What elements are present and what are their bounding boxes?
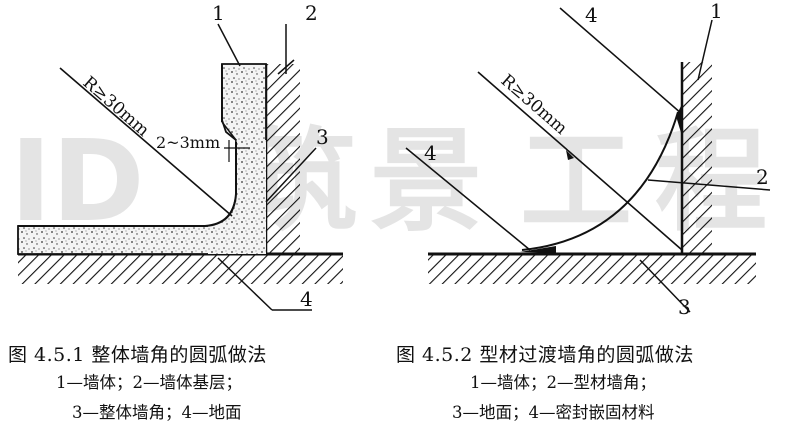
legend-line: 3—地面；4—密封嵌固材料 <box>452 403 655 422</box>
label-3: 3 <box>316 125 329 149</box>
radius-label: R≥30mm <box>497 71 571 139</box>
floor-body <box>428 254 756 284</box>
seal-bottom <box>520 246 556 253</box>
wall-body <box>266 64 300 254</box>
legend-line: 1—墙体；2—型材墙角； <box>470 373 656 392</box>
profile-corner-arc <box>521 111 679 251</box>
label-4: 4 <box>300 287 313 311</box>
label-4-left: 4 <box>424 141 437 165</box>
integral-corner <box>208 140 266 254</box>
label-1: 1 <box>710 0 723 23</box>
floor-body <box>18 254 343 284</box>
right-figure: 4 1 2 4 3 R≥30mm <box>405 0 771 319</box>
gap-label: 2~3mm <box>156 133 220 152</box>
label-2: 2 <box>305 1 318 25</box>
radius-label: R≥30mm <box>79 73 153 141</box>
legend-line: 1—墙体；2—墙体基层； <box>56 373 242 392</box>
label-4-top: 4 <box>585 3 598 27</box>
legend-line: 3—整体墙角；4—地面 <box>72 403 242 422</box>
left-figure: 1 2 3 4 R≥30mm 2~3mm <box>17 1 343 311</box>
label-1: 1 <box>212 1 225 25</box>
wall-body <box>682 62 712 254</box>
label-3: 3 <box>678 295 691 319</box>
figure-title: 图 4.5.1 整体墙角的圆弧做法 <box>8 344 267 366</box>
label-2: 2 <box>756 165 769 189</box>
figure-title: 图 4.5.2 型材过渡墙角的圆弧做法 <box>396 344 694 366</box>
